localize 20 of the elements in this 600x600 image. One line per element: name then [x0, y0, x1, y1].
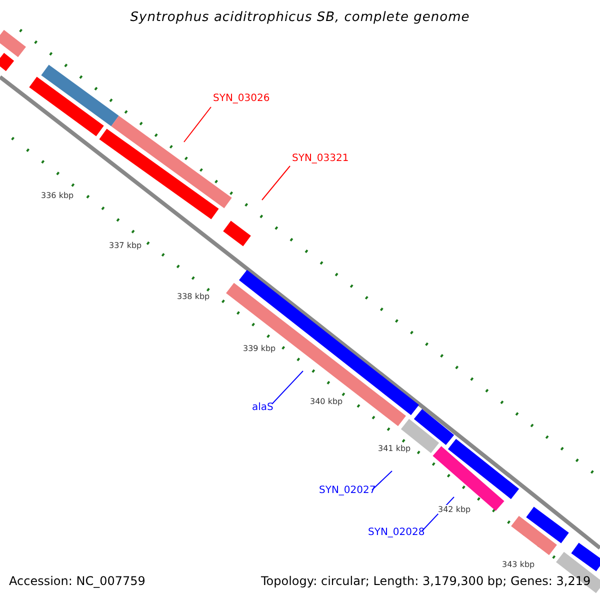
gene-label: alaS — [252, 402, 274, 413]
leader-line — [272, 370, 304, 404]
scale-label: 341 kbp — [378, 444, 411, 453]
leader-line — [372, 470, 392, 490]
scale-label: 336 kbp — [41, 191, 74, 200]
gene-label: SYN_02028 — [368, 527, 425, 538]
scale-label: 338 kbp — [177, 292, 210, 301]
scale-label: 340 kbp — [310, 397, 343, 406]
gene-label: SYN_03026 — [213, 93, 270, 104]
title: Syntrophus aciditrophicus SB, complete genome — [129, 10, 471, 25]
gene-label: SYN_02027 — [319, 485, 376, 496]
leader-line — [262, 166, 290, 200]
scale-label: 343 kbp — [502, 560, 535, 569]
scale-label: 337 kbp — [109, 241, 142, 250]
gene-label: SYN_03321 — [292, 153, 349, 164]
leader-line — [184, 106, 212, 142]
scale-label: 339 kbp — [243, 344, 276, 353]
footer-text: Topology: circular; Length: 3,179,300 bp; Genes: 3,219 — [261, 574, 591, 588]
scale-label: 342 kbp — [438, 505, 471, 514]
footer-text: Accession: NC_007759 — [9, 574, 146, 588]
